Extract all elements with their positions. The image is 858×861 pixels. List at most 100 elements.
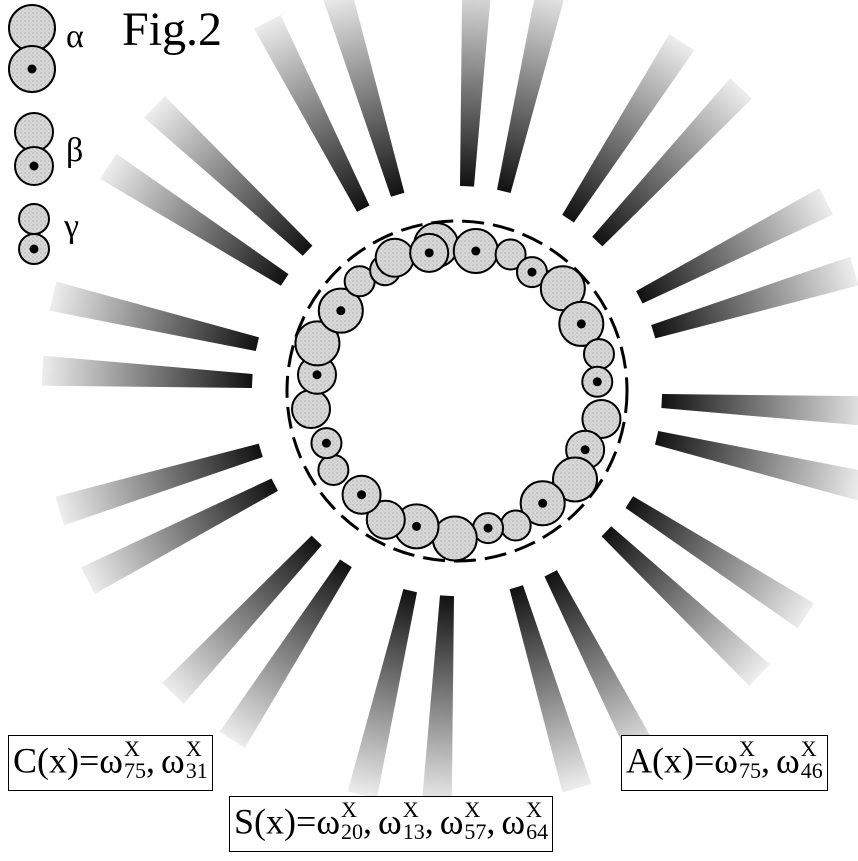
- omega-symbol: ω: [316, 801, 341, 842]
- ray-bar: [323, 0, 405, 197]
- subunit-circle-marked: [452, 228, 499, 274]
- subunit-circle: [581, 398, 622, 439]
- subscript: 13: [402, 819, 425, 844]
- omega-symbol: ω: [161, 740, 185, 781]
- legend-item-gamma: γ: [6, 200, 106, 280]
- subscript: 64: [526, 819, 549, 844]
- figure-title: Fig.2: [122, 3, 223, 56]
- ray-bar: [144, 96, 313, 256]
- ray-bar: [100, 153, 289, 286]
- ray-bar: [41, 355, 253, 388]
- superscript: X: [185, 736, 202, 761]
- subunit-circle-marked: [409, 232, 450, 273]
- ray-bar: [497, 0, 564, 193]
- omega-symbol: ω: [714, 740, 738, 781]
- superscript: X: [738, 736, 755, 761]
- omega-symbol: ω: [439, 801, 464, 842]
- superscript: X: [402, 797, 419, 822]
- radial-rays: [41, 0, 858, 807]
- omega-symbol: ω: [501, 801, 526, 842]
- ray-bar: [625, 496, 814, 629]
- subunit-circle: [552, 456, 599, 503]
- subunit-circle-marked: [581, 365, 614, 398]
- legend-item-beta: β: [6, 112, 106, 192]
- superscript: X: [341, 797, 357, 822]
- formula-separator: ,: [486, 801, 496, 842]
- ray-bar: [55, 443, 263, 526]
- subunit-circle-marked: [297, 354, 337, 395]
- ray-bar: [562, 34, 695, 223]
- superscript: X: [800, 736, 817, 761]
- formula-lhs: A(x)=: [626, 740, 715, 781]
- subscript: 75: [124, 758, 146, 783]
- superscript: X: [464, 797, 481, 822]
- subunit-circle-marked: [519, 480, 566, 527]
- ray-bar: [601, 526, 770, 686]
- legend-label-gamma: γ: [64, 208, 80, 245]
- ray-bar: [347, 589, 417, 799]
- ray-bar: [162, 535, 322, 704]
- legend-label-beta: β: [66, 132, 84, 169]
- subscript: 31: [185, 758, 208, 783]
- subunit-circle-marked: [317, 287, 364, 334]
- formula-separator: ,: [424, 801, 434, 842]
- ray-bar: [655, 431, 858, 501]
- ray-bar: [661, 394, 858, 426]
- subscript: 20: [341, 819, 364, 844]
- formula-separator: ,: [760, 740, 770, 781]
- superscript: X: [526, 797, 543, 822]
- subunit-circle: [499, 509, 532, 542]
- formula-separator: ,: [146, 740, 155, 781]
- legend-circles: [8, 4, 56, 265]
- subscript: 57: [464, 819, 487, 844]
- formula-lhs: C(x)=: [13, 740, 100, 781]
- ray-bar: [544, 570, 660, 767]
- subunit-circle: [494, 238, 527, 271]
- subscript: 75: [738, 758, 761, 783]
- subunit-circle: [294, 320, 341, 367]
- subscript: 46: [800, 758, 823, 783]
- legend-beta-lower: [14, 146, 54, 186]
- subunit-circle: [317, 453, 350, 486]
- ray-bar: [592, 78, 752, 247]
- ray-bar: [421, 595, 454, 807]
- legend-gamma-lower: [18, 233, 50, 265]
- ray-bar: [81, 478, 278, 594]
- legend-label-alpha: α: [66, 18, 84, 55]
- subunit-circle: [291, 389, 331, 430]
- ray-bar: [509, 585, 592, 793]
- subunit-circle-marked: [341, 474, 382, 515]
- superscript: X: [124, 736, 140, 761]
- omega-symbol: ω: [99, 740, 123, 781]
- formula-lhs: S(x)=: [234, 801, 317, 842]
- subunit-circle-marked: [310, 427, 343, 460]
- omega-symbol: ω: [775, 740, 800, 781]
- subunit-circle-marked: [558, 300, 605, 347]
- legend-alpha-lower: [8, 45, 56, 93]
- ray-bar: [219, 559, 352, 748]
- ray-bar: [636, 188, 833, 304]
- subunit-circle: [365, 499, 406, 540]
- ray-bar: [254, 15, 370, 212]
- subunit-circle: [431, 515, 478, 562]
- subunit-circle-marked: [393, 503, 440, 550]
- ray-bar: [651, 256, 858, 339]
- subunit-circle: [374, 237, 415, 278]
- subunit-circle: [582, 338, 615, 371]
- ray-bar: [460, 0, 491, 187]
- subunit-pairs: [291, 222, 622, 562]
- formula-separator: ,: [363, 801, 373, 842]
